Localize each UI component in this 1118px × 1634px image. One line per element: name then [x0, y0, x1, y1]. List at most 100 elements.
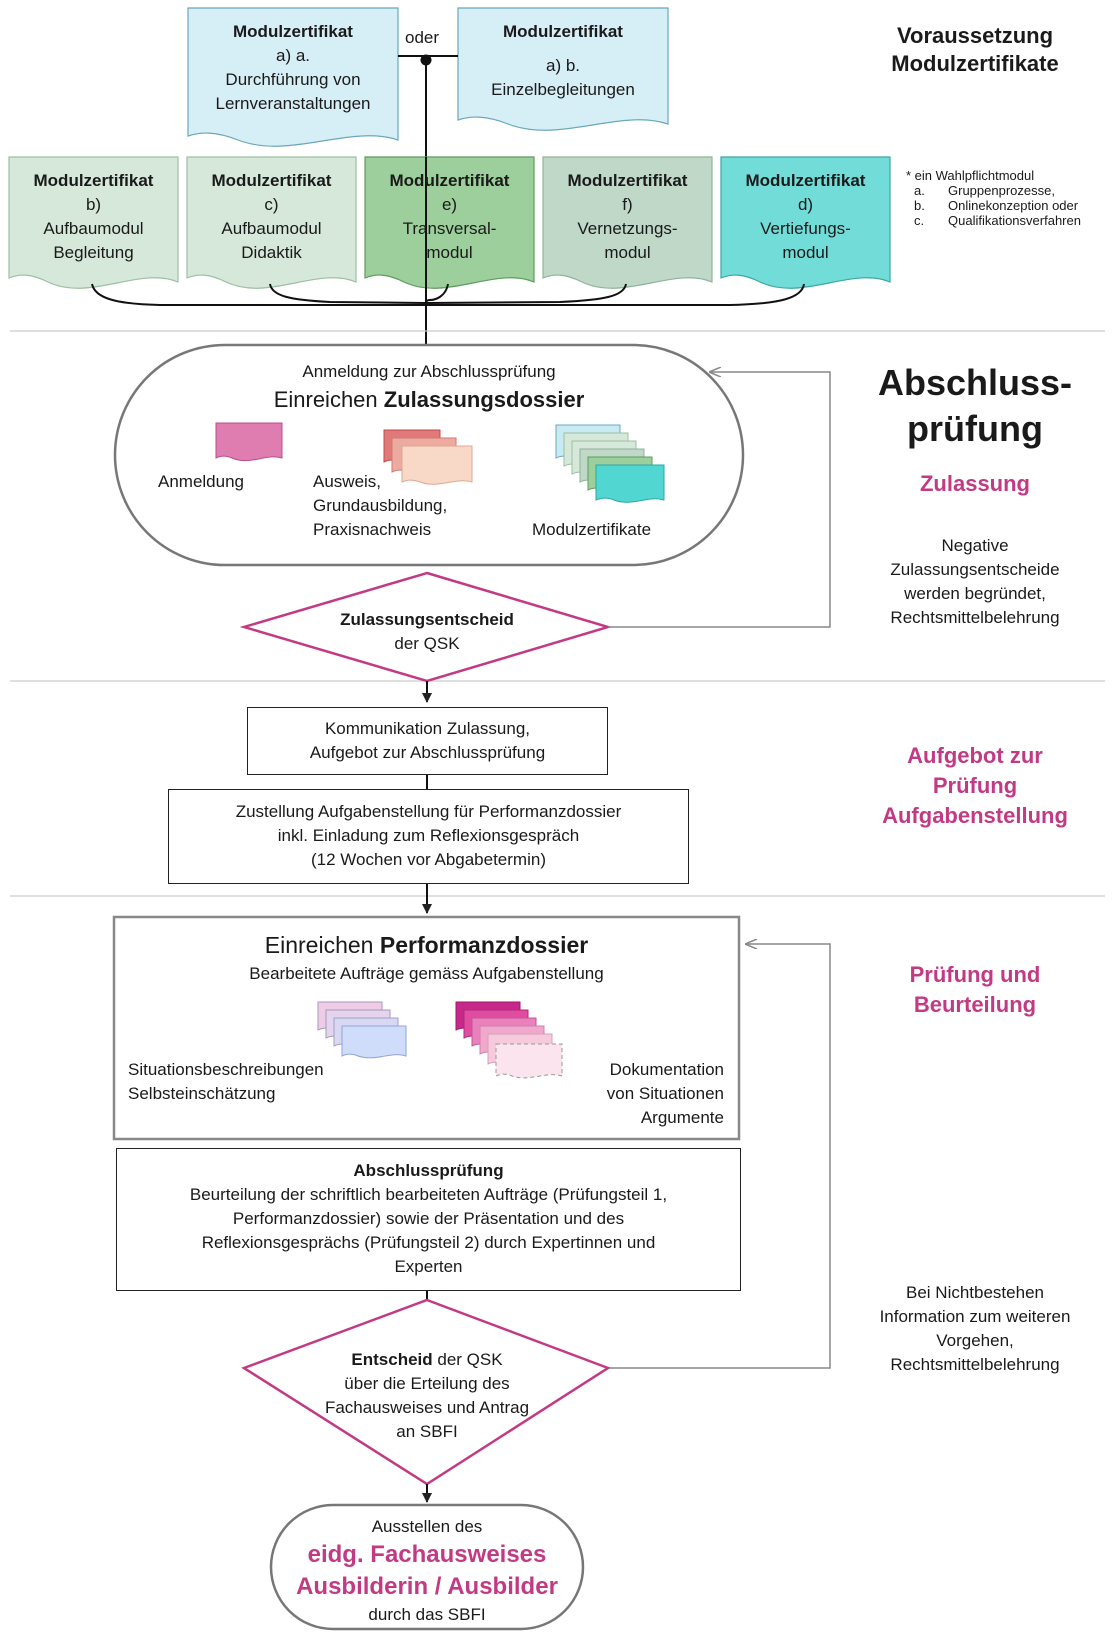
heading-line: Abschluss- [877, 362, 1073, 403]
top-cert-doc-1 [187, 7, 399, 147]
nichtbestehen-note: Bei Nichtbestehen Information zum weiter… [855, 1281, 1095, 1377]
performanz-left-line: Situationsbeschreibungen [128, 1060, 324, 1079]
kommunikation-line: Kommunikation Zulassung, [324, 719, 531, 738]
top-cert-2-line: Einzelbegleitungen [491, 80, 635, 99]
abschlusspruefung-line: Beurteilung der schriftlich bearbeiteten… [189, 1185, 668, 1204]
module-cert-c: Modulzertifikat c) Aufbaumodul Didaktik [187, 169, 356, 265]
module-cert-line: Vernetzungs- [577, 219, 678, 238]
heading-line: Aufgebot zur [907, 743, 1043, 768]
module-cert-e: Modulzertifikat e) Transversal- modul [365, 169, 534, 265]
note-line: Rechtsmittelbelehrung [890, 608, 1060, 627]
abschlusspruefung-line: Experten [394, 1257, 463, 1276]
note-line: Vorgehen, [936, 1331, 1014, 1350]
module-cert-line: modul [426, 243, 473, 262]
footnote-letter: b. [914, 198, 925, 213]
top-cert-1-line: a) a. [275, 46, 311, 65]
ausweis-line: Ausweis, [313, 472, 382, 491]
performanz-left-line: Selbsteinschätzung [128, 1084, 276, 1103]
note-line: Rechtsmittelbelehrung [890, 1355, 1060, 1374]
pruefung-beurteilung-heading: Prüfung und Beurteilung [860, 960, 1090, 1020]
module-cert-f: Modulzertifikat f) Vernetzungs- modul [543, 169, 712, 265]
top-cert-2: Modulzertifikat a) b. Einzelbegleitungen [458, 20, 668, 102]
zulassungsentscheid-bold: Zulassungsentscheid [340, 610, 514, 629]
einreichen-prefix: Einreichen [264, 932, 380, 958]
performanzdossier-bold: Performanzdossier [379, 932, 589, 958]
module-cert-title: Modulzertifikat [389, 171, 510, 190]
kommunikation-line: Aufgebot zur Abschlussprüfung [309, 743, 546, 762]
note-line: Bei Nichtbestehen [906, 1283, 1044, 1302]
top-cert-2-line: a) b. [545, 56, 581, 75]
abschlusspruefung-title: Abschlussprüfung [353, 1161, 504, 1180]
abschlusspruefung-box: Abschlussprüfung Beurteilung der schrift… [116, 1148, 741, 1291]
heading-line: Prüfung und [909, 962, 1041, 987]
entscheid-line: Fachausweises und Antrag [324, 1398, 530, 1417]
note-line: Information zum weiteren [879, 1307, 1071, 1326]
module-cert-doc-f [542, 156, 713, 289]
footnote-text: Gruppenprozesse, [948, 183, 1055, 198]
final-highlight: eidg. Fachausweises [307, 1541, 547, 1568]
abschlusspruefung-heading: Abschluss- prüfung [860, 360, 1090, 452]
note-line: Negative [941, 536, 1009, 555]
footnote-text: Qualifikationsverfahren [948, 213, 1081, 228]
module-cert-title: Modulzertifikat [211, 171, 332, 190]
final-highlight: Ausbilderin / Ausbilder [296, 1573, 558, 1600]
einreichen-prefix: Einreichen [273, 387, 384, 412]
module-cert-doc-e [364, 156, 535, 289]
heading-line: Beurteilung [913, 992, 1037, 1017]
heading-line: Modulzertifikate [891, 51, 1059, 76]
module-cert-line: d) [797, 195, 814, 214]
anmeldung-abschlusspruefung-text: Anmeldung zur Abschlussprüfung [302, 362, 556, 381]
zulassungsdossier-title: Zulassungsdossier [383, 387, 585, 412]
voraussetzung-heading: Voraussetzung Modulzertifikate [860, 22, 1090, 78]
module-cert-doc-b [8, 156, 179, 289]
note-line: werden begründet, [904, 584, 1046, 603]
zustellung-line: inkl. Einladung zum Reflexionsgespräch [277, 826, 580, 845]
fachausweis-text: Ausstellen des eidg. Fachausweises Ausbi… [271, 1515, 583, 1627]
module-cert-line: Vertiefungs- [760, 219, 851, 238]
heading-line: Prüfung [932, 773, 1018, 798]
modulzertifikate-label: Modulzertifikate [532, 520, 652, 539]
footnote-text: Onlinekonzeption oder [948, 198, 1079, 213]
module-cert-line: Transversal- [402, 219, 497, 238]
final-line: Ausstellen des [371, 1517, 483, 1536]
ausweis-line: Praxisnachweis [313, 520, 432, 539]
entscheid-text: Entscheid der QSK über die Erteilung des… [290, 1348, 564, 1444]
module-cert-line: f) [622, 195, 633, 214]
entscheid-line: an SBFI [396, 1422, 458, 1441]
zulassung-heading: Zulassung [919, 471, 1030, 496]
situationsbeschreibungen-label: Situationsbeschreibungen Selbsteinschätz… [128, 1058, 324, 1106]
fachausweis-pill [269, 1503, 585, 1631]
module-cert-title: Modulzertifikat [567, 171, 688, 190]
negative-zulassung-note: Negative Zulassungsentscheide werden beg… [860, 534, 1090, 630]
anmeldung-label: Anmeldung [158, 472, 245, 491]
kommunikation-box: Kommunikation Zulassung, Aufgebot zur Ab… [247, 707, 608, 775]
module-cert-title: Modulzertifikat [745, 171, 866, 190]
zustellung-line: Zustellung Aufgabenstellung für Performa… [235, 802, 622, 821]
abschlusspruefung-line: Performanzdossier) sowie der Präsentatio… [232, 1209, 625, 1228]
einreichen-zulassungsdossier: Einreichen Zulassungsdossier [115, 385, 743, 415]
module-cert-line: Aufbaumodul [221, 219, 322, 238]
footnote-letter: a. [914, 183, 925, 198]
performanzdossier-box [112, 915, 741, 1141]
top-cert-1-line: Durchführung von [225, 70, 361, 89]
ausweis-label: Ausweis, Grundausbildung, Praxisnachweis [313, 470, 447, 542]
zulassungsentscheid-text: Zulassungsentscheid der QSK [300, 608, 554, 656]
module-cert-line: Didaktik [241, 243, 302, 262]
zustellung-line: (12 Wochen vor Abgabetermin) [311, 850, 546, 869]
performanz-right-line: Argumente [640, 1108, 724, 1127]
entscheid-line: über die Erteilung des [344, 1374, 510, 1393]
aufgebot-heading: Aufgebot zur Prüfung Aufgabenstellung [860, 741, 1090, 831]
zustellung-box: Zustellung Aufgabenstellung für Performa… [168, 789, 689, 884]
module-cert-line: Begleitung [53, 243, 134, 262]
performanzdossier-title: Einreichen Performanzdossier [114, 930, 739, 960]
module-cert-line: modul [782, 243, 829, 262]
top-cert-1-line: Lernveranstaltungen [215, 94, 371, 113]
module-cert-line: b) [85, 195, 102, 214]
abschlusspruefung-line: Reflexionsgesprächs (Prüfungsteil 2) dur… [201, 1233, 656, 1252]
performanz-right-line: von Situationen [606, 1084, 724, 1103]
heading-line: Voraussetzung [896, 23, 1054, 48]
note-line: Zulassungsentscheide [890, 560, 1060, 579]
performanz-right-line: Dokumentation [609, 1060, 724, 1079]
entscheid-bold: Entscheid [351, 1350, 433, 1369]
